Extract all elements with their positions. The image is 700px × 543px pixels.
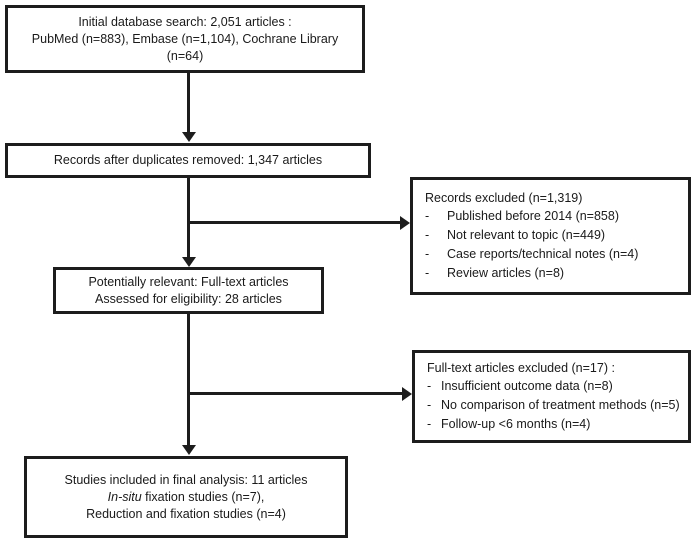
connector-screening-to-records-excluded-stem [188, 221, 402, 224]
bullet-dash: - [427, 398, 432, 412]
records-excluded-list: - Published before 2014 (n=858) - Not rele… [413, 207, 638, 283]
potentially-relevant-box: Potentially relevant: Full-text articles… [53, 267, 324, 314]
full-text-excluded-list: -Insufficient outcome data (n=8) -No com… [415, 377, 680, 434]
list-item-label: Insufficient outcome data (n=8) [441, 379, 613, 393]
connector-identification-to-screening-stem [187, 73, 190, 133]
list-item: - Review articles (n=8) [425, 264, 638, 283]
arrow-screening-to-eligibility [181, 257, 196, 267]
connector-eligibility-to-included-stem [187, 314, 190, 446]
list-item: -Follow-up <6 months (n=4) [427, 415, 680, 434]
records-excluded-heading: Records excluded (n=1,319) [425, 191, 583, 205]
list-item: - Not relevant to topic (n=449) [425, 226, 638, 245]
records-after-duplicates-line: Records after duplicates removed: 1,347 … [53, 153, 323, 167]
initial-search-line-1: Initial database search: 2,051 articles … [78, 14, 292, 29]
list-item: -No comparison of treatment methods (n=5… [427, 396, 680, 415]
list-item: - Published before 2014 (n=858) [425, 207, 638, 226]
full-text-articles-excluded-box: Full-text articles excluded (n=17) : -In… [412, 350, 691, 443]
list-item-label: Follow-up <6 months (n=4) [441, 417, 591, 431]
initial-search-line-2: PubMed (n=883), Embase (n=1,104), Cochra… [31, 31, 339, 46]
list-item-label: Not relevant to topic (n=449) [447, 228, 606, 242]
studies-included-line-3: Reduction and fixation studies (n=4) [86, 506, 286, 521]
initial-database-search-box: Initial database search: 2,051 articles … [5, 5, 365, 73]
bullet-dash: - [425, 266, 430, 280]
arrow-eligibility-to-included [181, 445, 196, 455]
initial-search-line-3: (n=64) [166, 48, 204, 63]
records-after-duplicates-removed-box: Records after duplicates removed: 1,347 … [5, 143, 371, 178]
connector-screening-to-eligibility-stem [187, 178, 190, 258]
list-item: - Case reports/technical notes (n=4) [425, 245, 638, 264]
list-item-label: Review articles (n=8) [447, 266, 565, 280]
potentially-relevant-line-2: Assessed for eligibility: 28 articles [95, 291, 282, 306]
in-situ-emphasis: In-situ [107, 489, 142, 504]
bullet-dash: - [425, 209, 430, 223]
potentially-relevant-line-1: Potentially relevant: Full-text articles [88, 274, 289, 289]
studies-included-box: Studies included in final analysis: 11 a… [24, 456, 348, 538]
studies-included-line-2-rest: fixation studies (n=7), [141, 489, 265, 504]
bullet-dash: - [425, 247, 430, 261]
bullet-dash: - [427, 379, 432, 393]
studies-included-line-1: Studies included in final analysis: 11 a… [64, 472, 308, 487]
arrow-screening-to-records-excluded [400, 215, 410, 230]
full-text-excluded-heading: Full-text articles excluded (n=17) : [427, 361, 615, 375]
arrow-identification-to-screening [181, 132, 196, 142]
list-item-label: No comparison of treatment methods (n=5) [441, 398, 680, 412]
list-item-label: Case reports/technical notes (n=4) [447, 247, 639, 261]
studies-included-line-2: In-situ fixation studies (n=7), [102, 489, 271, 506]
bullet-dash: - [425, 228, 430, 242]
bullet-dash: - [427, 417, 432, 431]
list-item-label: Published before 2014 (n=858) [447, 209, 620, 223]
records-excluded-box: Records excluded (n=1,319) - Published be… [410, 177, 691, 295]
arrow-eligibility-to-fulltext-excluded [402, 386, 412, 401]
list-item: -Insufficient outcome data (n=8) [427, 377, 680, 396]
connector-eligibility-to-fulltext-excluded-stem [188, 392, 404, 395]
